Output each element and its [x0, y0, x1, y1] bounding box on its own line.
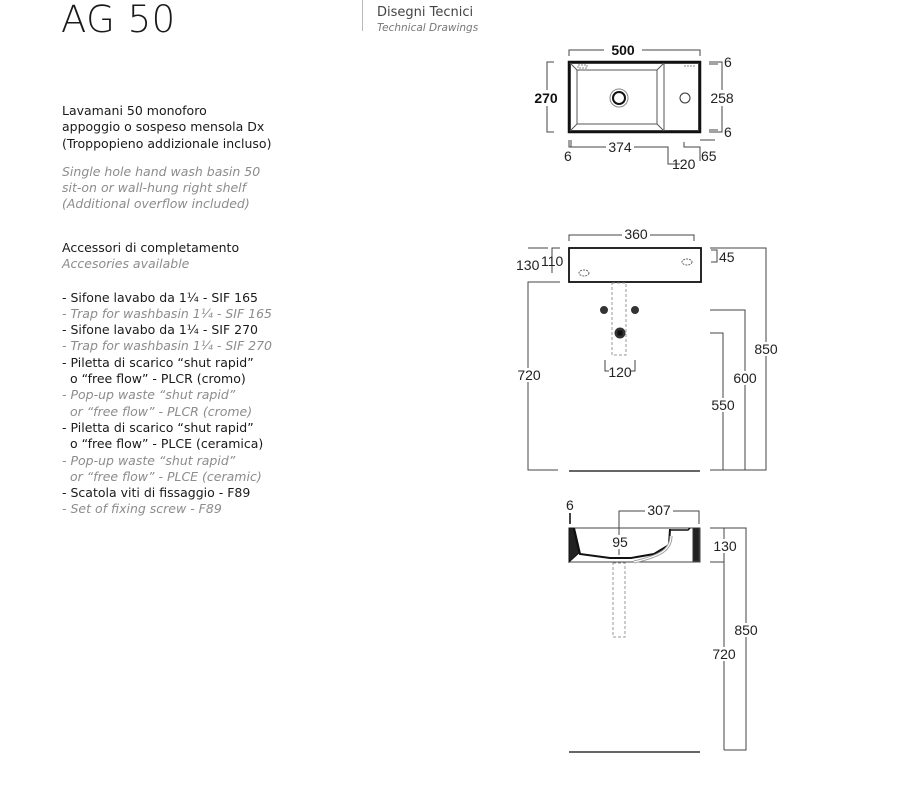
description-it-line: appoggio o sospeso mensola Dx: [62, 119, 265, 135]
dim-depth: 270: [534, 90, 558, 106]
dim-front-height-total: 130: [516, 257, 540, 273]
accessories-heading-it: Accessori di completamento: [62, 240, 240, 255]
accessory-it: - Piletta di scarico “shut rapid”: [62, 354, 254, 370]
dim-width: 500: [611, 42, 635, 58]
drain-icon: [609, 88, 629, 108]
dim-front-top-width: 360: [624, 226, 648, 242]
dim-trap-width: 120: [608, 364, 632, 380]
dim-bowl-depth: 95: [612, 534, 628, 550]
dim-rim-bottom: 6: [724, 124, 732, 140]
section-title-en: Technical Drawings: [377, 22, 479, 34]
dim-floor-to-waste: 550: [711, 397, 735, 413]
accessory-it: o “free flow” - PLCR (cromo): [62, 371, 246, 387]
tap-hole-icon: [679, 92, 691, 104]
accessory-en: or “free flow” - PLCE (ceramic): [62, 468, 262, 484]
dim-shelf-width: 120: [672, 156, 696, 172]
dim-side-rim: 6: [566, 497, 574, 513]
top-view-drawing: [546, 49, 723, 165]
dim-inner-depth: 258: [710, 90, 734, 106]
description-it-line: Lavamani 50 monoforo: [62, 103, 207, 118]
dim-tap-offset: 65: [701, 148, 717, 164]
accessories-section: Accessori di completamento Accesories av…: [62, 240, 272, 518]
accessory-it: - Sifone lavabo da 1¼ - SIF 270: [62, 322, 259, 338]
front-view-drawing: [527, 234, 767, 472]
header-divider: [362, 0, 363, 31]
description-en-line: sit-on or wall-hung right shelf: [62, 180, 247, 196]
dim-side-depth: 307: [647, 502, 671, 518]
dim-side-height: 130: [713, 538, 737, 554]
accessory-it: - Scatola viti di fissaggio - F89: [62, 485, 251, 501]
dim-floor-to-rim: 850: [754, 341, 778, 357]
dim-floor-to-trap: 600: [733, 370, 757, 386]
description-en-line: Single hole hand wash basin 50: [62, 163, 261, 179]
accessories-heading-en: Accesories available: [62, 256, 190, 272]
dim-overflow-offset: 45: [719, 249, 735, 265]
page-title: AG 50: [61, 0, 176, 41]
dim-floor-to-base: 720: [517, 367, 541, 383]
product-description: Lavamani 50 monoforo appoggio o sospeso …: [62, 103, 271, 213]
description-en-line: (Additional overflow included): [62, 196, 250, 212]
accessory-en: - Trap for washbasin 1¼ - SIF 270: [62, 338, 272, 354]
accessory-en: - Set of fixing screw - F89: [62, 501, 222, 517]
section-title-it: Disegni Tecnici: [377, 5, 474, 20]
accessory-en: - Pop-up waste “shut rapid”: [62, 387, 236, 403]
accessory-en: - Pop-up waste “shut rapid”: [62, 452, 236, 468]
accessory-en: or “free flow” - PLCR (crome): [62, 403, 253, 419]
accessory-it: - Piletta di scarico “shut rapid”: [62, 419, 254, 435]
dim-side-floor-to-rim: 850: [734, 622, 758, 638]
dim-rim-top: 6: [724, 54, 732, 70]
dim-front-height-inner: 110: [541, 253, 564, 269]
description-it-line: (Troppopieno addizionale incluso): [62, 135, 272, 151]
dim-bowl-width: 374: [608, 139, 632, 155]
accessory-it: - Sifone lavabo da 1¼ - SIF 165: [62, 289, 259, 305]
accessory-it: o “free flow” - PLCE (ceramica): [62, 436, 264, 452]
accessory-en: - Trap for washbasin 1¼ - SIF 165: [62, 305, 272, 321]
dim-rim-left: 6: [564, 148, 572, 164]
side-view-drawing: [568, 510, 747, 753]
dim-side-floor-to-base: 720: [712, 646, 736, 662]
